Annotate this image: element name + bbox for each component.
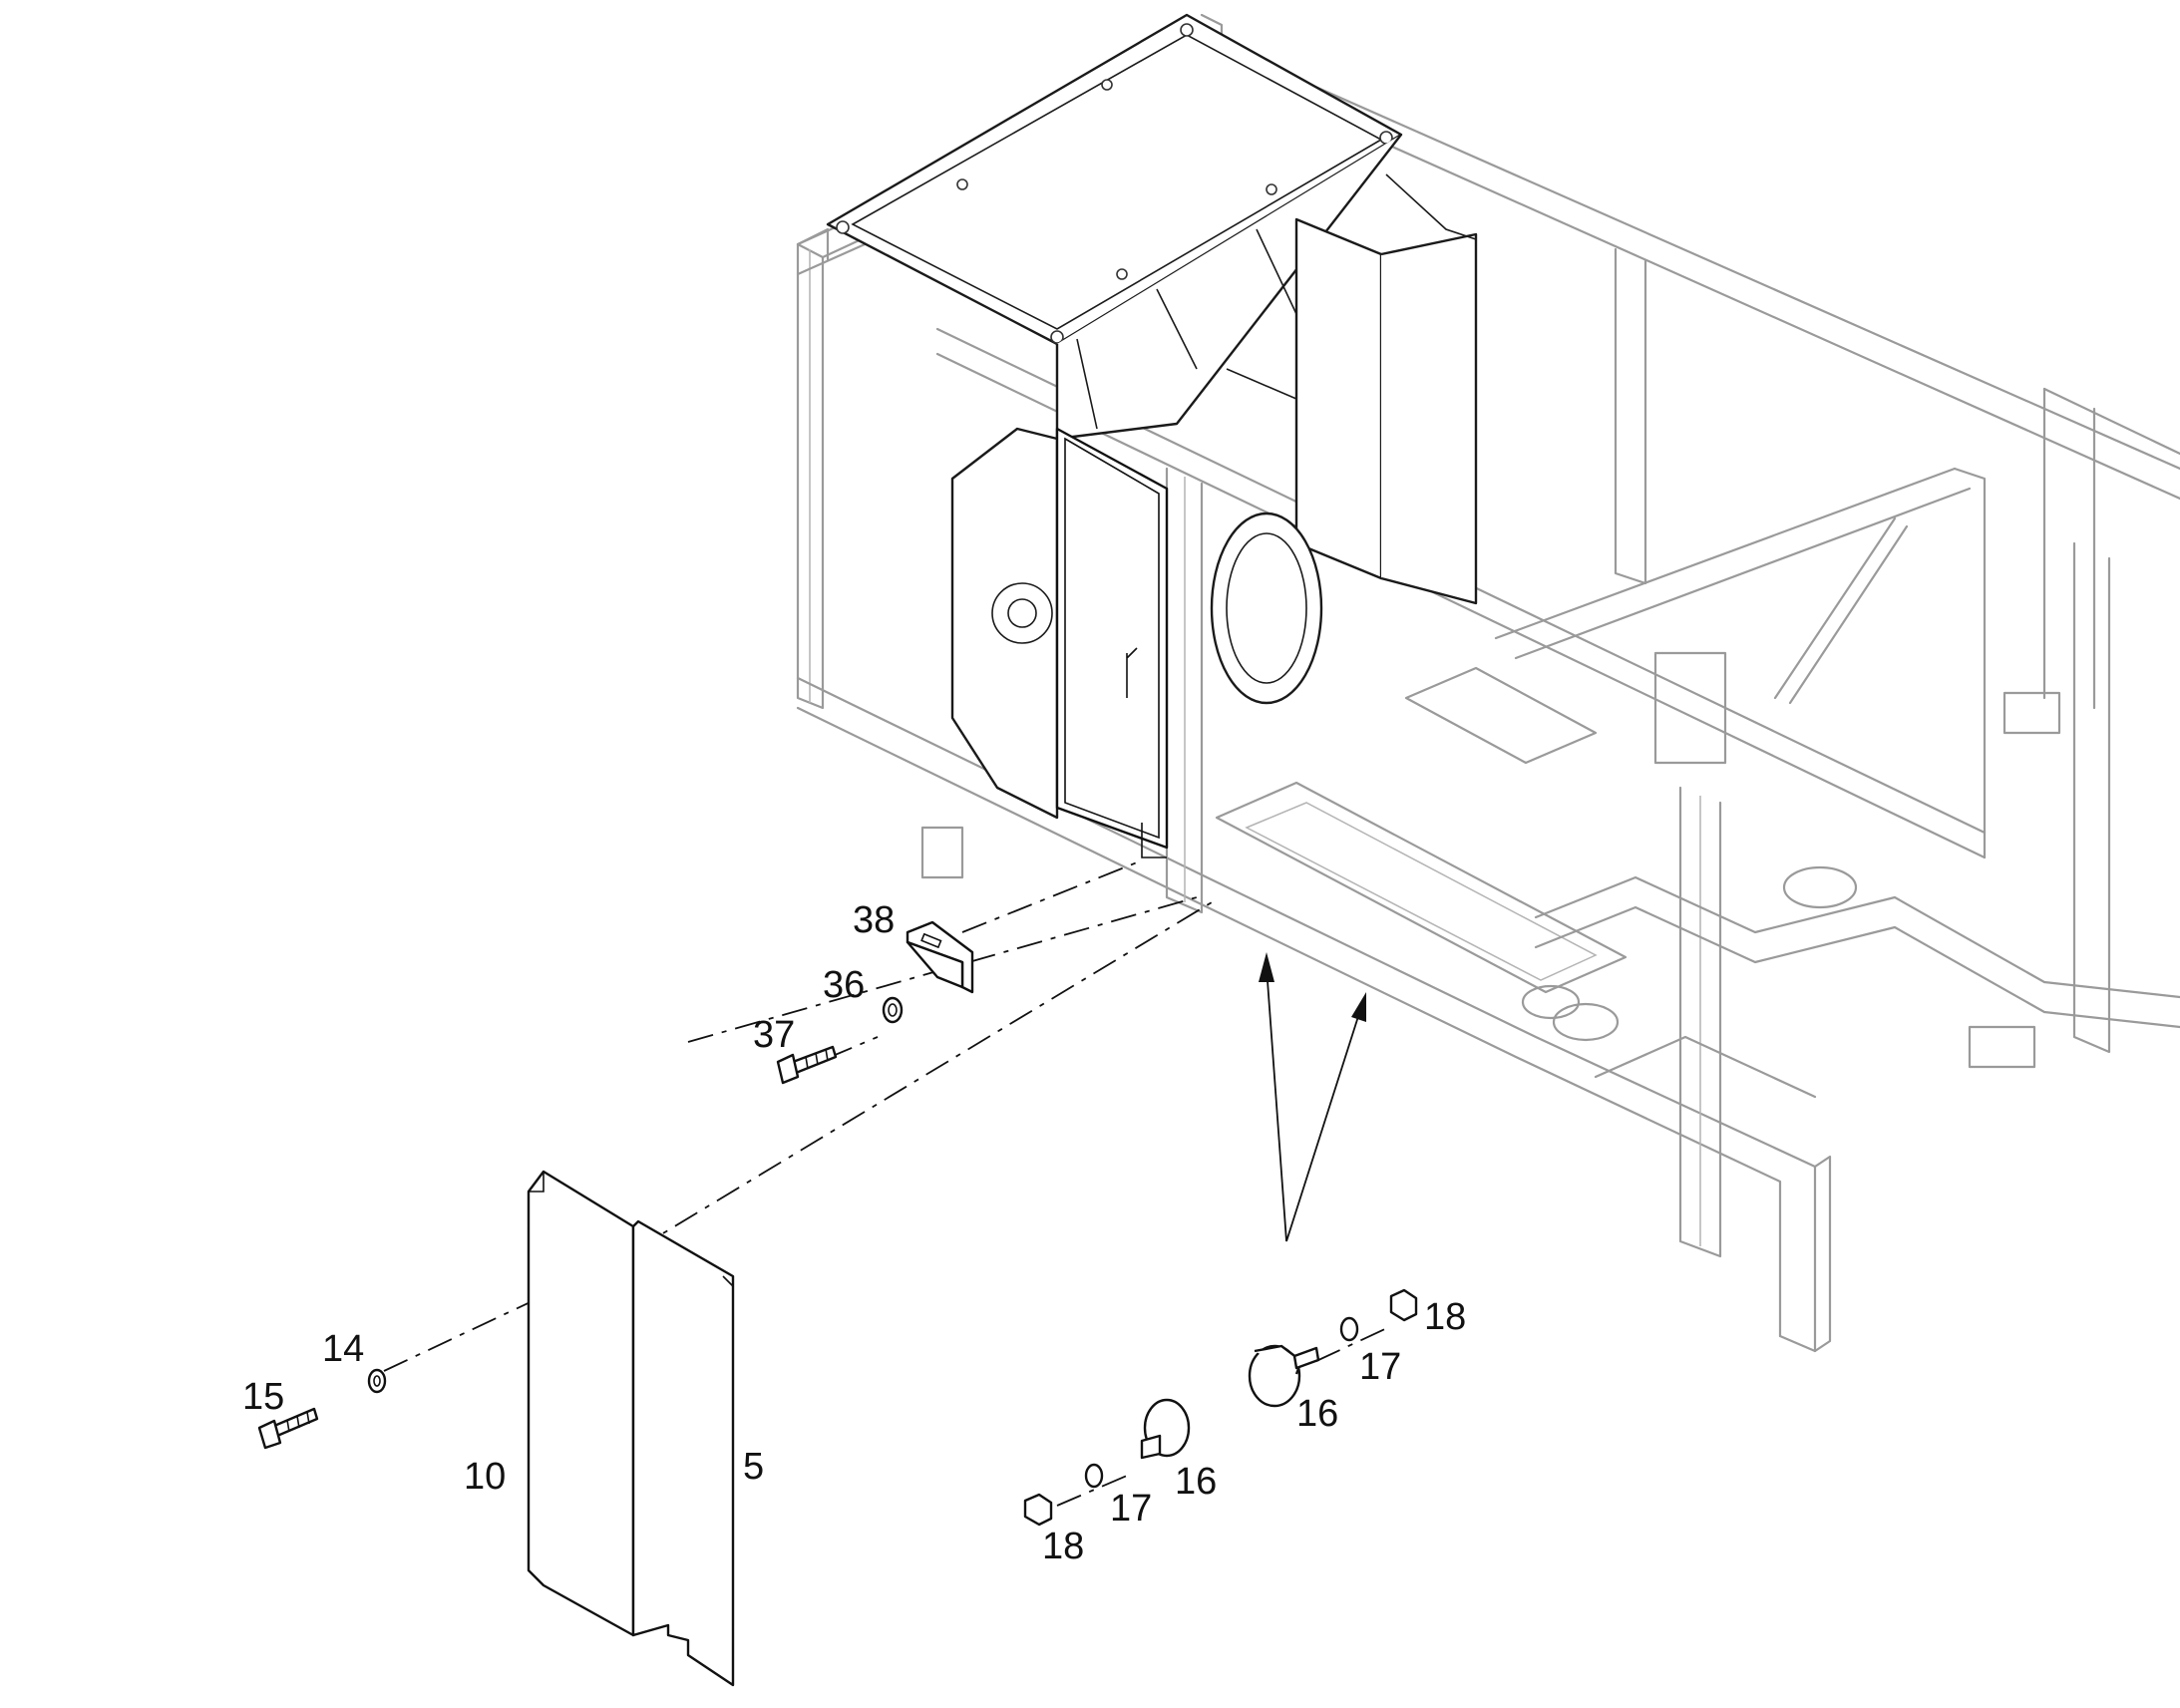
installed-door-panel xyxy=(1055,427,1169,858)
bracket-part-38 xyxy=(906,920,974,994)
callout-labels: 38 36 37 14 15 10 5 18 17 16 16 17 18 xyxy=(242,899,1466,1567)
callout-16-upper: 16 xyxy=(1296,1393,1338,1435)
callout-37: 37 xyxy=(753,1014,795,1056)
bumper-assembly-lower xyxy=(1023,1398,1191,1527)
bolt-part-37 xyxy=(776,1045,838,1085)
callout-16-lower: 16 xyxy=(1175,1461,1217,1503)
callout-17-upper: 17 xyxy=(1359,1346,1401,1388)
callout-18-lower: 18 xyxy=(1042,1526,1084,1567)
callout-15: 15 xyxy=(242,1376,284,1418)
callout-38: 38 xyxy=(853,899,895,941)
bumper-assembly-upper xyxy=(1248,1288,1418,1408)
cover-panels-part-10-5 xyxy=(527,1170,735,1687)
callout-10: 10 xyxy=(464,1456,506,1498)
callout-36: 36 xyxy=(823,964,865,1006)
arrows xyxy=(1259,952,1366,1242)
callout-18-upper: 18 xyxy=(1424,1296,1466,1338)
washer-part-36 xyxy=(882,996,904,1024)
callout-5: 5 xyxy=(743,1446,764,1488)
washer-part-14 xyxy=(367,1368,387,1394)
bolt-part-15 xyxy=(257,1407,319,1450)
upper-housing xyxy=(826,13,1478,820)
callout-17-lower: 17 xyxy=(1110,1488,1152,1530)
callout-14: 14 xyxy=(322,1328,364,1370)
